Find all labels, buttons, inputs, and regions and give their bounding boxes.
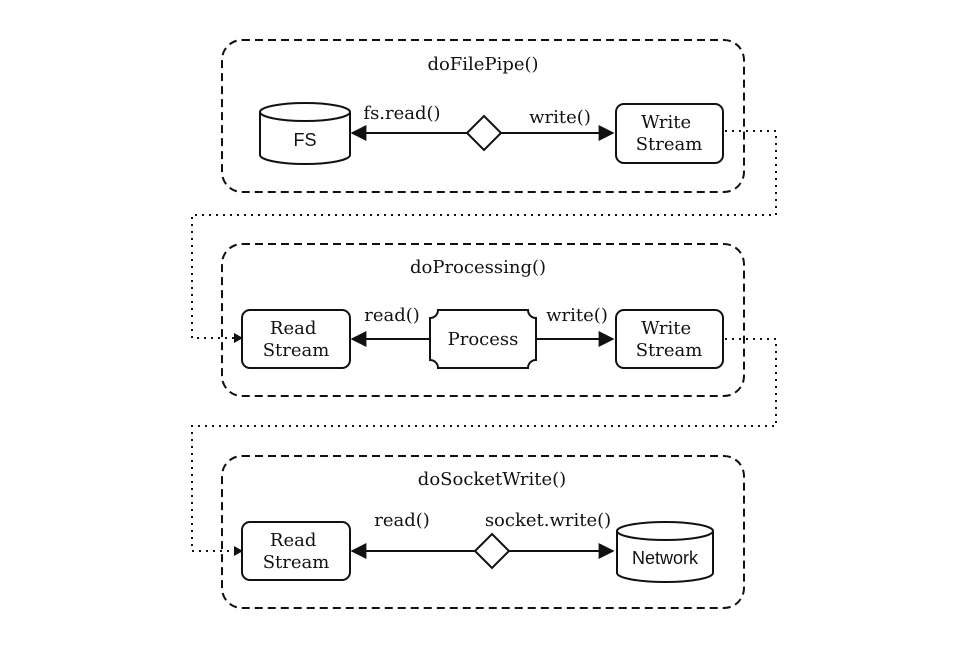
read-stream-label: Read Stream — [263, 530, 330, 573]
read-stream-node: Read Stream — [241, 521, 351, 581]
group-title: doSocketWrite() — [418, 469, 566, 490]
network-cylinder-node: Network — [616, 521, 714, 583]
write-label: write() — [529, 107, 591, 128]
socket-write-label: socket.write() — [485, 510, 611, 531]
decision-diamond — [473, 532, 511, 570]
decision-diamond — [465, 114, 503, 152]
write-stream-node: Write Stream — [615, 103, 724, 164]
fs-cylinder-node: FS — [259, 102, 351, 165]
group-do-processing: doProcessing() Read Stream Process read(… — [221, 243, 745, 397]
connector-processing-to-socket-write — [191, 338, 777, 552]
group-do-socket-write: doSocketWrite() Read Stream read() socke… — [221, 455, 745, 609]
group-border — [221, 455, 745, 609]
connector-file-pipe-to-processing — [191, 130, 777, 339]
fs-read-label: fs.read() — [363, 103, 440, 124]
connector-arrowhead — [234, 546, 243, 556]
group-title: doFilePipe() — [427, 54, 538, 75]
group-border — [221, 243, 745, 397]
write-stream-label: Write Stream — [636, 318, 703, 361]
process-node: Process — [429, 309, 537, 369]
read-label: read() — [374, 510, 430, 531]
read-label: read() — [364, 305, 420, 326]
write-stream-node: Write Stream — [615, 309, 724, 369]
read-stream-node: Read Stream — [241, 309, 351, 369]
network-label: Network — [632, 548, 699, 568]
process-label: Process — [448, 329, 519, 350]
write-stream-label: Write Stream — [636, 112, 703, 155]
group-do-file-pipe: doFilePipe() FS fs.read() write() Write … — [221, 39, 745, 193]
read-stream-label: Read Stream — [263, 318, 330, 361]
write-label: write() — [546, 305, 608, 326]
fs-label: FS — [293, 130, 316, 150]
group-title: doProcessing() — [410, 257, 546, 278]
group-border — [221, 39, 745, 193]
connector-arrowhead — [234, 333, 243, 343]
